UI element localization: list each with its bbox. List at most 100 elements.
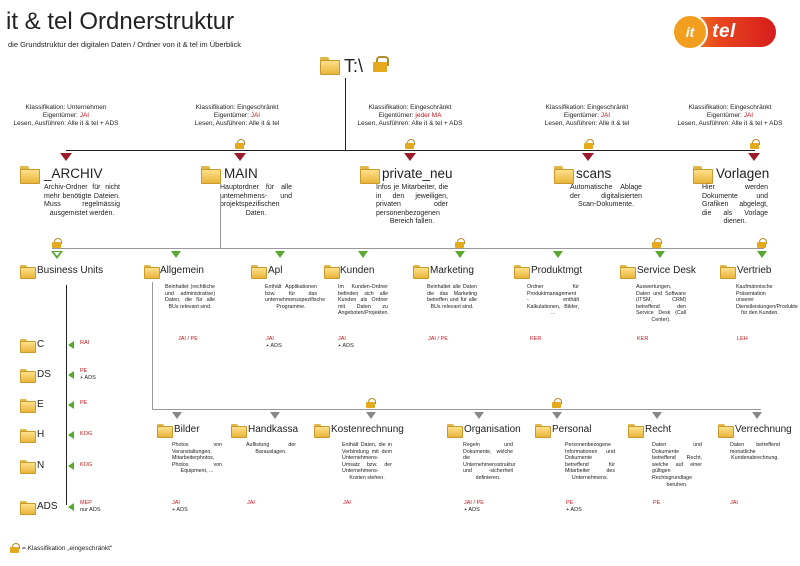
owner-text: PE bbox=[566, 500, 574, 506]
folder-description: Hier werden Dokumente und Grafiken abgel… bbox=[702, 184, 768, 226]
lock-icon bbox=[757, 238, 767, 248]
folder-verrechnung[interactable]: Verrechnung bbox=[735, 424, 792, 435]
extra-text: + ADS bbox=[464, 506, 480, 513]
business-unit-e[interactable]: E bbox=[37, 399, 44, 410]
folder-icon[interactable] bbox=[720, 265, 736, 279]
folder-description: Infos je Mitarbeiter, die in den jeweili… bbox=[376, 184, 448, 226]
lock-icon bbox=[405, 139, 415, 149]
rights-text: Lesen, Ausführen: Alle it & tel + ADS bbox=[13, 120, 119, 127]
owner-value: JAI bbox=[743, 112, 754, 119]
folder-icon[interactable] bbox=[20, 339, 36, 353]
folder-allgemein[interactable]: Allgemein bbox=[160, 265, 204, 276]
owner-text: JAI bbox=[266, 336, 274, 342]
business-unit-ads[interactable]: ADS bbox=[37, 501, 58, 512]
folder-icon[interactable] bbox=[447, 424, 463, 438]
folder-vertrieb[interactable]: Vertrieb bbox=[737, 265, 772, 276]
owner-text: RAI bbox=[80, 340, 90, 346]
folder-icon[interactable] bbox=[231, 424, 247, 438]
folder-icon[interactable] bbox=[413, 265, 429, 279]
folder-description: Kaufmännische Präsentation unserer Diens… bbox=[736, 284, 798, 317]
folder-description: Enthält Daten, die in Verbindung mit dem… bbox=[342, 442, 392, 481]
open-marker bbox=[275, 251, 285, 258]
child-marker bbox=[366, 412, 376, 419]
folder-bilder[interactable]: Bilder bbox=[174, 424, 200, 435]
folder-icon[interactable] bbox=[20, 265, 36, 279]
folder-main[interactable]: MAIN bbox=[224, 166, 258, 181]
business-unit-h[interactable]: H bbox=[37, 429, 45, 440]
folder-scans[interactable]: scans bbox=[576, 166, 612, 181]
rights-text: Lesen, Ausführen: Alle it & tel bbox=[544, 120, 630, 127]
owner-tag: JAI+ ADS bbox=[172, 500, 188, 514]
child-marker bbox=[172, 412, 182, 419]
folder-personal[interactable]: Personal bbox=[552, 424, 592, 435]
open-marker bbox=[757, 251, 767, 258]
owner-label: Eigentümer: bbox=[706, 112, 744, 119]
owner-tag: PE bbox=[653, 500, 660, 507]
folder-vorlagen[interactable]: Vorlagen bbox=[716, 166, 770, 181]
root-folder-icon[interactable] bbox=[320, 57, 340, 75]
business-unit-c[interactable]: C bbox=[37, 339, 45, 350]
owner-label: Eigentümer: bbox=[563, 112, 601, 119]
classification-text: Klassifikation: Unternehmen bbox=[25, 104, 107, 111]
owner-tag: JAI / PE bbox=[178, 336, 198, 343]
owner-text: PE bbox=[80, 368, 88, 374]
folder-apl[interactable]: Apl bbox=[268, 265, 283, 276]
folder-description: Personenbezogene Informationen und Dokum… bbox=[565, 442, 615, 481]
folder-icon[interactable] bbox=[360, 166, 380, 184]
open-marker bbox=[68, 401, 74, 409]
folder-icon[interactable] bbox=[628, 424, 644, 438]
folder-icon[interactable] bbox=[144, 265, 160, 279]
folder-icon[interactable] bbox=[20, 501, 36, 515]
root-label[interactable]: T:\ bbox=[344, 56, 364, 76]
open-marker bbox=[68, 371, 74, 379]
folder-business-units[interactable]: Business Units bbox=[37, 265, 104, 276]
folder-icon[interactable] bbox=[554, 166, 574, 184]
folder-icon[interactable] bbox=[20, 460, 36, 474]
connector-line bbox=[152, 282, 153, 409]
lock-icon bbox=[52, 238, 62, 248]
classification-marker bbox=[60, 153, 72, 161]
owner-text: JAI / PE bbox=[428, 336, 448, 342]
folder-icon[interactable] bbox=[514, 265, 530, 279]
business-unit-ds[interactable]: DS bbox=[37, 369, 51, 380]
owner-text: KOG bbox=[80, 431, 93, 437]
owner-text: JAI / PE bbox=[464, 500, 484, 506]
folder-marketing[interactable]: Marketing bbox=[430, 265, 474, 276]
folder-icon[interactable] bbox=[693, 166, 713, 184]
folder-private-neu[interactable]: private_neu bbox=[382, 166, 453, 181]
folder-icon[interactable] bbox=[201, 166, 221, 184]
connector-line bbox=[66, 285, 67, 505]
lock-icon bbox=[373, 56, 389, 72]
folder-icon[interactable] bbox=[157, 424, 173, 438]
folder-handkassa[interactable]: Handkassa bbox=[248, 424, 299, 435]
folder-icon[interactable] bbox=[324, 265, 340, 279]
folder-icon[interactable] bbox=[314, 424, 330, 438]
lock-icon bbox=[455, 238, 465, 248]
open-marker bbox=[68, 341, 74, 349]
open-marker bbox=[455, 251, 465, 258]
legend-text: = Klassifikation „eingeschränkt“ bbox=[22, 545, 113, 552]
folder-organisation[interactable]: Organisation bbox=[464, 424, 521, 435]
folder-icon[interactable] bbox=[20, 429, 36, 443]
folder-description: Beinhaltet (rechtliche und administrativ… bbox=[165, 284, 215, 310]
page-subtitle: die Grundstruktur der digitalen Daten / … bbox=[8, 40, 242, 49]
folder-kunden[interactable]: Kunden bbox=[340, 265, 375, 276]
owner-value: jeder MA bbox=[415, 112, 442, 119]
folder-icon[interactable] bbox=[20, 399, 36, 413]
folder-icon[interactable] bbox=[20, 369, 36, 383]
folder-icon[interactable] bbox=[535, 424, 551, 438]
folder-recht[interactable]: Recht bbox=[645, 424, 672, 435]
folder-kostenrechnung[interactable]: Kostenrechnung bbox=[331, 424, 404, 435]
owner-tag: JAI bbox=[343, 500, 351, 507]
business-unit-n[interactable]: N bbox=[37, 460, 45, 471]
lock-icon bbox=[552, 398, 562, 408]
folder-icon[interactable] bbox=[251, 265, 267, 279]
folder-service-desk[interactable]: Service Desk bbox=[637, 265, 696, 276]
folder-archiv[interactable]: _ARCHIV bbox=[44, 166, 103, 181]
classification-archiv: Klassifikation: Unternehmen Eigentümer: … bbox=[6, 104, 126, 128]
folder-icon[interactable] bbox=[718, 424, 734, 438]
folder-icon[interactable] bbox=[620, 265, 636, 279]
folder-icon[interactable] bbox=[20, 166, 40, 184]
open-marker bbox=[358, 251, 368, 258]
folder-produktmgt[interactable]: Produktmgt bbox=[531, 265, 583, 276]
